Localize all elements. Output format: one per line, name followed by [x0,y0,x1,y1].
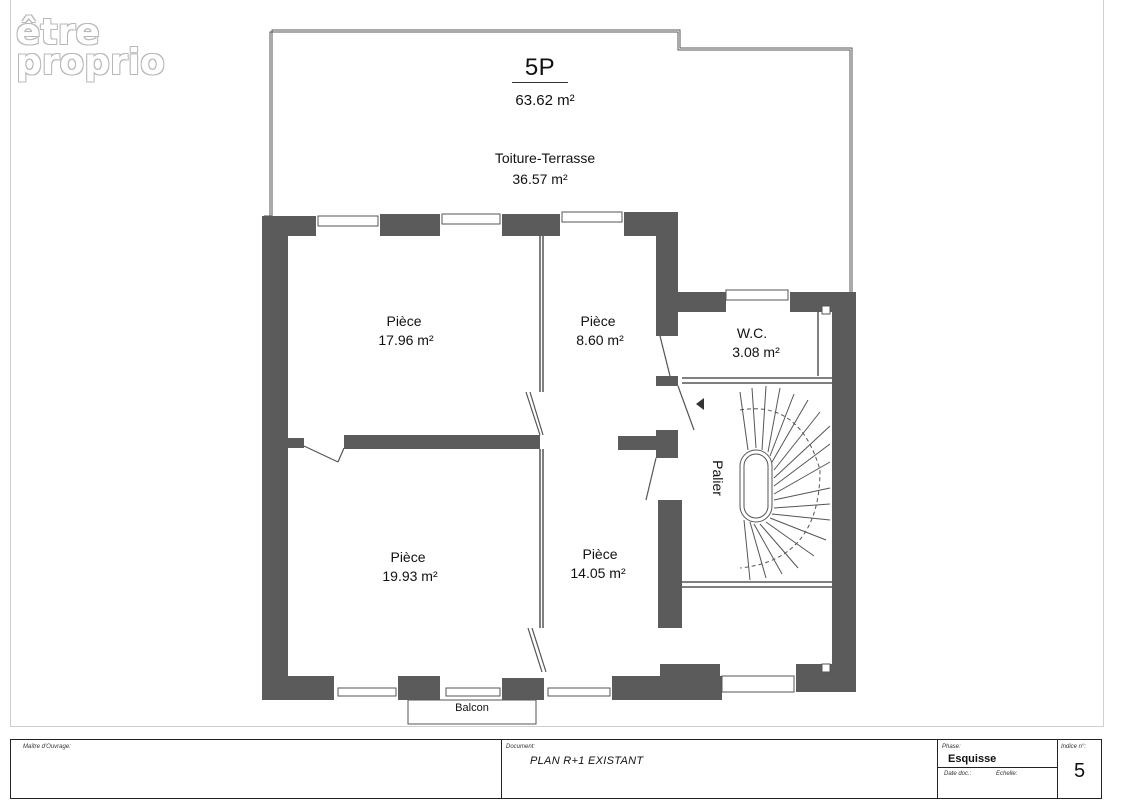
room-1-label: Pièce [386,313,422,329]
wall-left [262,216,288,700]
room-4-label: Pièce [582,546,618,562]
staircase [739,385,831,581]
total-area: 63.62 m² [515,92,575,109]
wall-middle-right [618,436,658,450]
wall-top-2 [380,214,440,236]
sheet-border [10,0,1104,727]
etre-proprio-logo: être proprio [16,12,165,83]
wc-label: W.C. [736,325,768,341]
room-2-label: Pièce [580,313,616,329]
index-value: 5 [1074,760,1086,782]
terrace-label: Toiture-Terrasse [494,150,596,166]
room-1-area: 17.96 m² [378,332,434,348]
walls [262,212,856,700]
wall-bottom-6 [660,664,720,676]
wall-stair-right [832,292,856,692]
landing-label: Palier [709,460,726,496]
room-4-area: 14.05 m² [570,565,626,581]
phase-divider [938,767,1058,768]
phase-cell: Phase: Esquisse Date doc.: Echelle: [937,740,1058,798]
terrace-area: 36.57 m² [512,171,568,187]
room-3-label: Pièce [390,549,426,565]
wall-bottom-2 [398,676,440,700]
document-label: Document: [506,744,536,750]
index-label: Indice n°: [1061,744,1087,750]
balcony-outline [407,699,537,725]
document-cell: Document: PLAN R+1 EXISTANT [501,740,937,798]
wc-area: 3.08 m² [732,344,780,360]
partitions [539,236,832,628]
wall-corr-2 [656,430,678,458]
logo-line-1: être [16,12,100,53]
wall-bottom-1 [262,676,334,700]
wall-top-1 [262,216,316,236]
document-value: PLAN R+1 EXISTANT [530,755,644,767]
wall-corr-1 [656,376,678,386]
wall-right-jog [656,312,678,336]
arrow-icon [696,398,704,410]
floor-plan [262,29,856,725]
scale-label: Echelle: [996,771,1018,777]
date-label: Date doc.: [944,771,972,777]
wall-wc-top [678,292,726,312]
wall-bottom-3 [502,678,544,700]
corner-squares [821,305,831,673]
windows [317,211,795,697]
wall-corr-3 [658,500,682,628]
phase-label: Phase: [942,744,961,750]
balcony-label: Balcon [455,702,489,714]
wall-middle [344,435,540,449]
logo-line-2: proprio [16,42,165,83]
wall-bottom-4 [612,676,722,700]
title-block: Maître d'Ouvrage: Document: PLAN R+1 EXI… [10,739,1102,799]
wall-top-3 [502,214,560,236]
owner-label: Maître d'Ouvrage: [23,744,71,750]
room-2-area: 8.60 m² [576,332,624,348]
unit-name: 5P [524,54,556,81]
wall-right-upper [656,212,678,336]
phase-value: Esquisse [948,753,997,765]
unit-name-underline [512,82,568,83]
doors [303,335,695,673]
wall-middle-left [288,438,304,448]
room-3-area: 19.93 m² [382,568,438,584]
index-cell: Indice n°: 5 [1057,740,1101,798]
